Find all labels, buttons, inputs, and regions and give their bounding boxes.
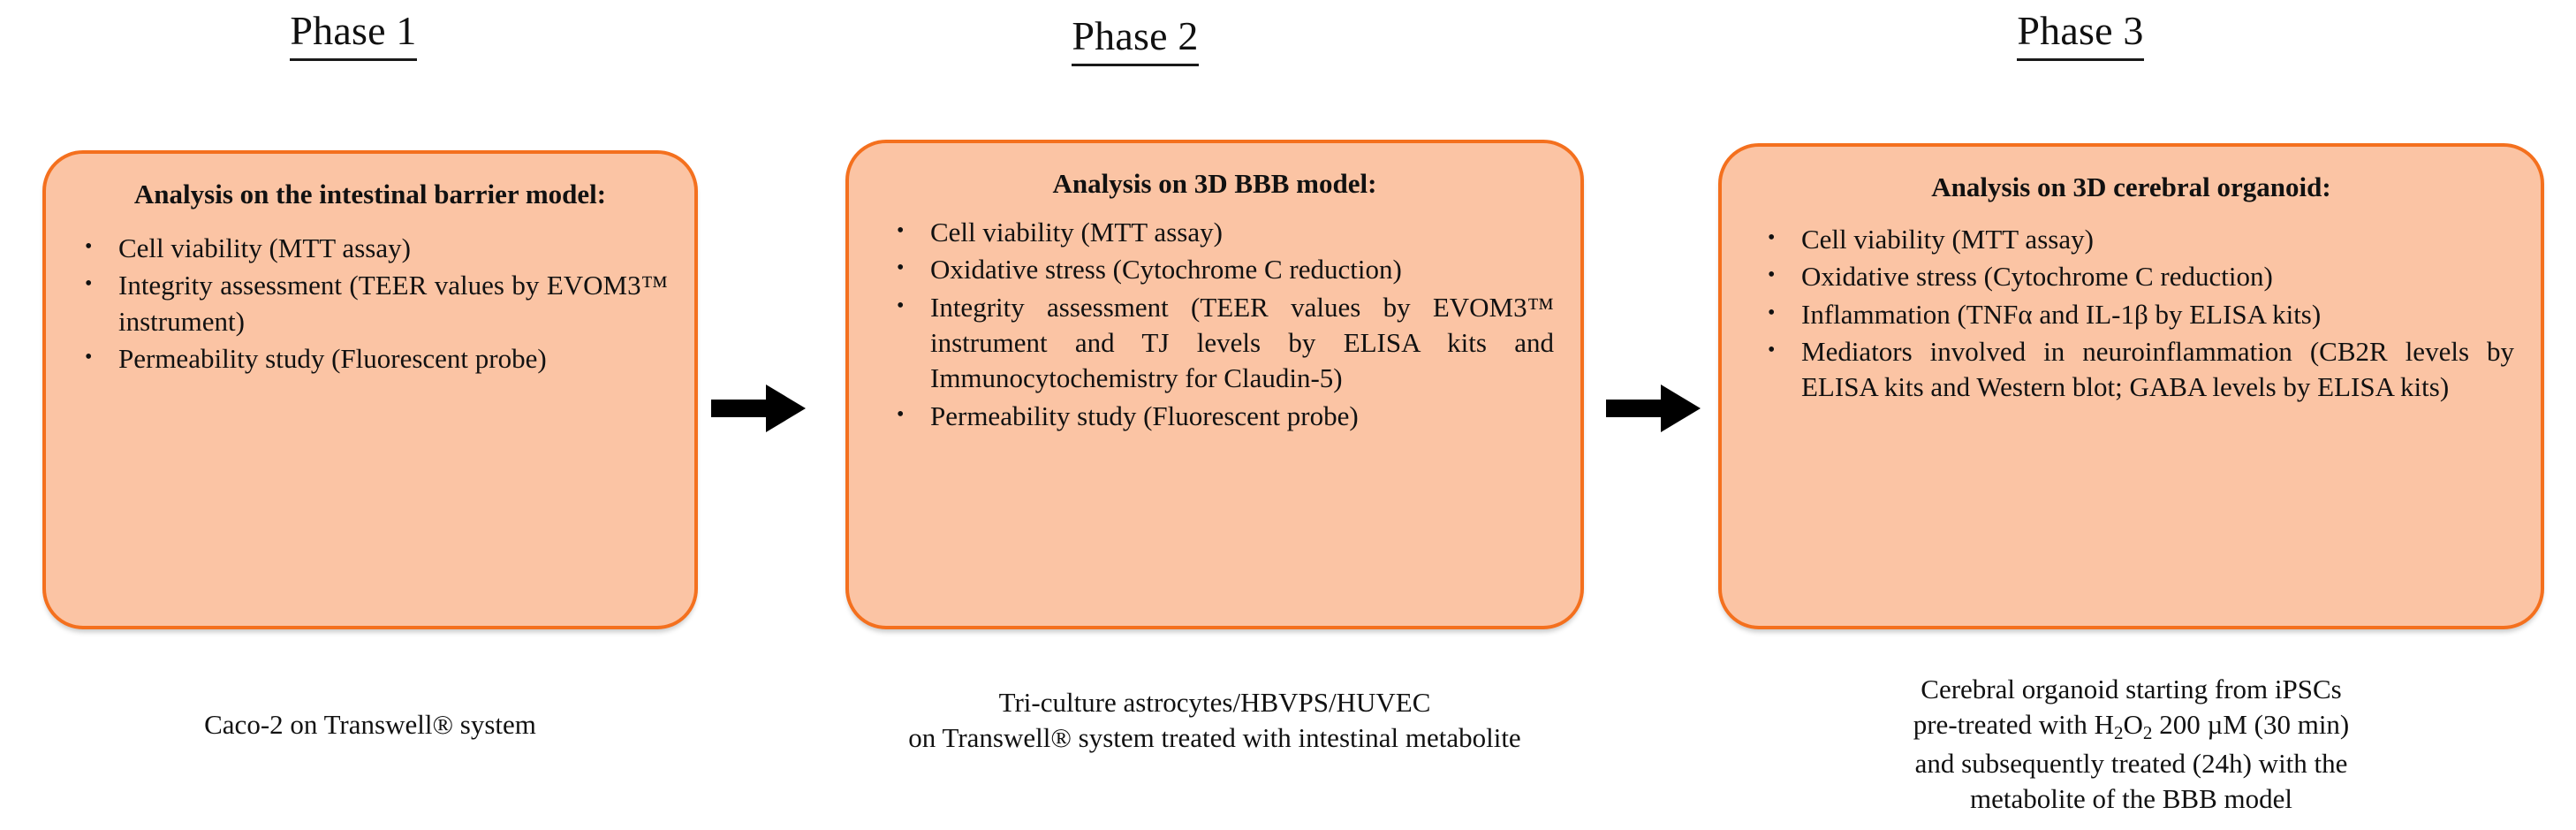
phase-3-caption-line-2: pre-treated with H2O2 200 µM (30 min) xyxy=(1718,707,2544,745)
phase-3-box: Analysis on 3D cerebral organoid: Cell v… xyxy=(1718,143,2544,629)
phase-1-bullet-list: Cell viability (MTT assay) Integrity ass… xyxy=(72,231,668,378)
right-arrow-icon xyxy=(1606,385,1701,432)
phase-3-box-heading: Analysis on 3D cerebral organoid: xyxy=(1931,171,2331,202)
phase-1-title-text: Phase 1 xyxy=(290,8,417,61)
list-item: Oxidative stress (Cytochrome C reduction… xyxy=(1755,259,2514,294)
right-arrow-icon xyxy=(711,385,806,432)
phase-3-caption-line-2-a: pre-treated with H xyxy=(1913,709,2114,741)
list-item: Cell viability (MTT assay) xyxy=(72,231,668,266)
arrow-phase1-to-phase2 xyxy=(711,382,807,435)
list-item: Permeability study (Fluorescent probe) xyxy=(884,399,1554,434)
phase-2-caption: Tri-culture astrocytes/HBVPS/HUVEC on Tr… xyxy=(786,685,1643,757)
phase-2-caption-line-1: Tri-culture astrocytes/HBVPS/HUVEC xyxy=(998,687,1431,718)
h2o2-sub-1: 2 xyxy=(2113,722,2124,744)
list-item: Integrity assessment (TEER values by EVO… xyxy=(884,290,1554,397)
arrow-phase2-to-phase3 xyxy=(1606,382,1701,435)
list-item: Inflammation (TNFα and IL-1β by ELISA ki… xyxy=(1755,297,2514,332)
phase-2-title-text: Phase 2 xyxy=(1072,13,1199,66)
phase-1-box-heading: Analysis on the intestinal barrier model… xyxy=(133,179,607,209)
list-item: Cell viability (MTT assay) xyxy=(1755,222,2514,257)
phase-1-caption: Caco-2 on Transwell® system xyxy=(42,707,698,742)
phase-1-title: Phase 1 xyxy=(225,7,481,61)
list-item: Integrity assessment (TEER values by EVO… xyxy=(72,268,668,339)
list-item: Oxidative stress (Cytochrome C reduction… xyxy=(884,252,1554,287)
list-item: Mediators involved in neuroinflammation … xyxy=(1755,334,2514,406)
phase-3-caption: Cerebral organoid starting from iPSCs pr… xyxy=(1718,672,2544,817)
phase-3-title-text: Phase 3 xyxy=(2017,8,2144,61)
phase-1-box: Analysis on the intestinal barrier model… xyxy=(42,150,698,629)
phase-2-title: Phase 2 xyxy=(1007,12,1263,66)
phase-2-box: Analysis on 3D BBB model: Cell viability… xyxy=(845,140,1584,629)
phase-2-bullet-list: Cell viability (MTT assay) Oxidative str… xyxy=(875,215,1554,436)
phase-3-caption-line-2-c: 200 µM (30 min) xyxy=(2152,709,2350,741)
phase-1-caption-text: Caco-2 on Transwell® system xyxy=(204,709,536,740)
phase-2-caption-line-2: on Transwell® system treated with intest… xyxy=(908,722,1521,754)
phase-3-bullet-list: Cell viability (MTT assay) Oxidative str… xyxy=(1748,222,2514,407)
phase-3-caption-line-4: metabolite of the BBB model xyxy=(1969,782,2293,814)
phase-3-caption-line-1: Cerebral organoid starting from iPSCs xyxy=(1921,674,2342,704)
phase-2-box-heading: Analysis on 3D BBB model: xyxy=(1052,168,1377,199)
phase-3-title: Phase 3 xyxy=(1952,7,2209,61)
h2o2-sub-2: 2 xyxy=(2142,722,2153,744)
phase-3-caption-line-2-b: O xyxy=(2123,709,2143,741)
phase-3-caption-line-3: and subsequently treated (24h) with the xyxy=(1914,747,2348,779)
list-item: Permeability study (Fluorescent probe) xyxy=(72,341,668,377)
list-item: Cell viability (MTT assay) xyxy=(884,215,1554,250)
